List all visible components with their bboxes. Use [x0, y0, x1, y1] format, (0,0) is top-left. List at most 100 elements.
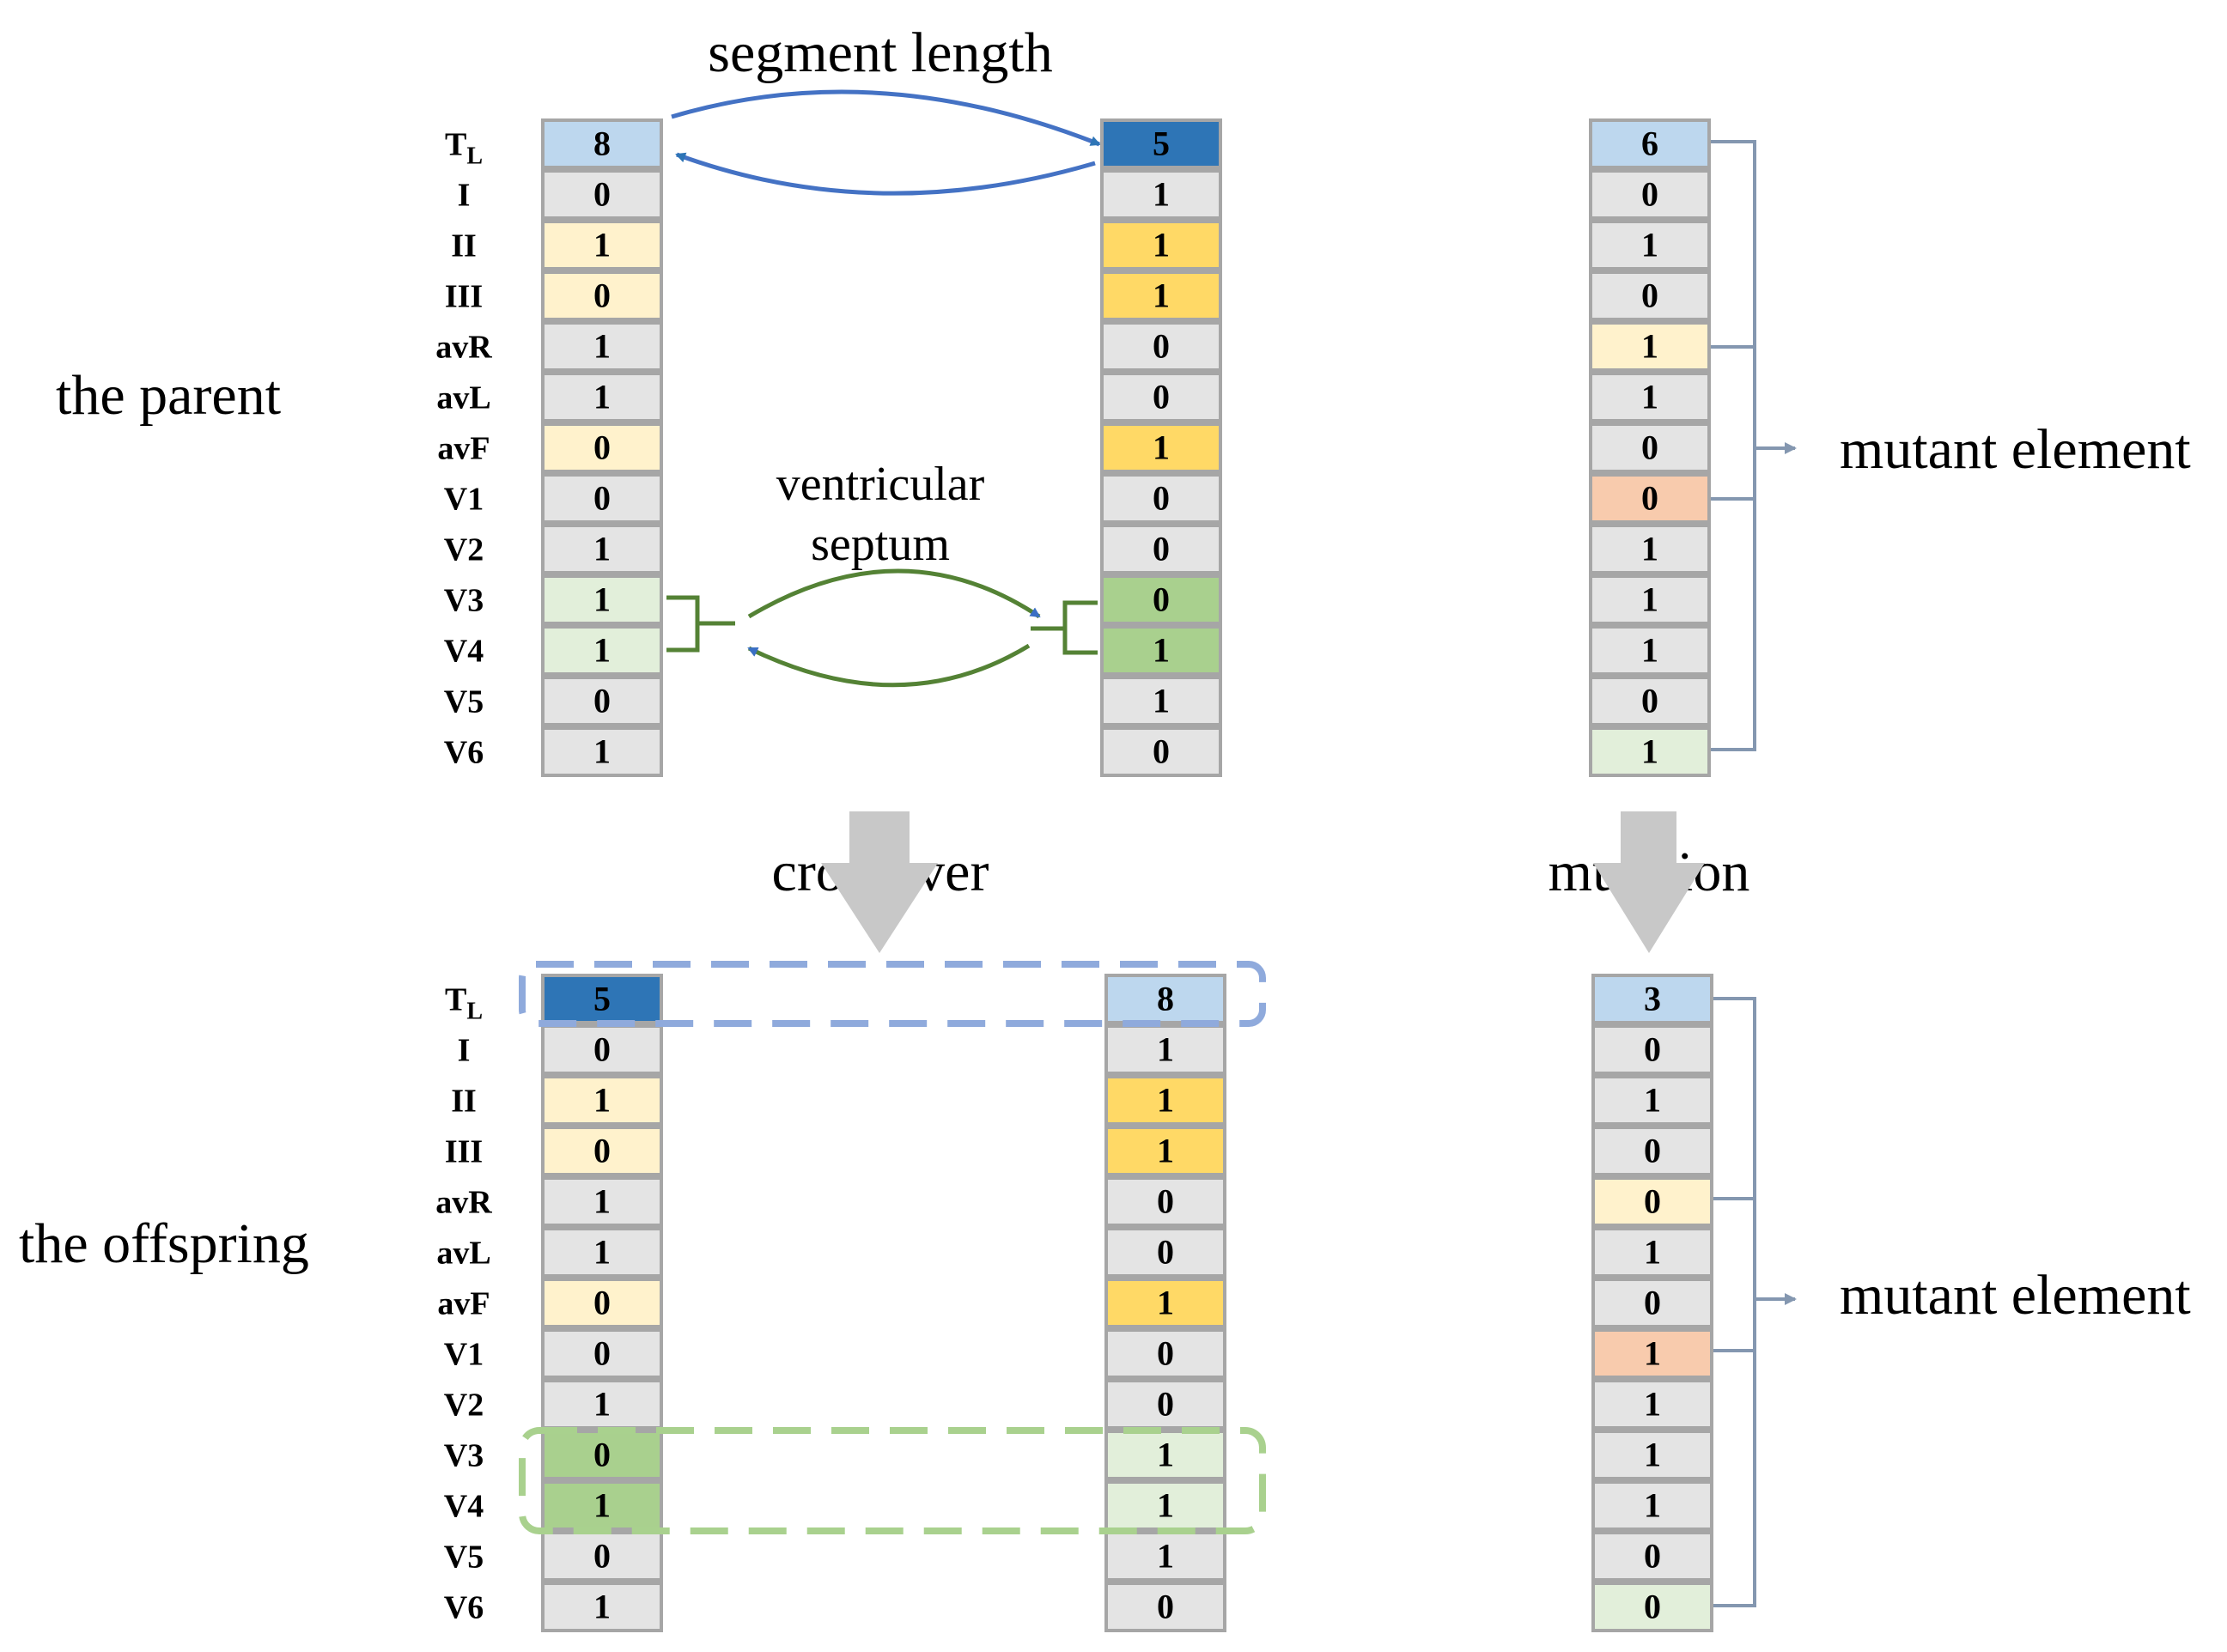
- row-label: V2: [444, 1388, 484, 1424]
- mutation-after-cell: 1: [1591, 1075, 1713, 1126]
- cell-value: 1: [1157, 1030, 1174, 1069]
- septum-arrow-left: [747, 643, 1031, 688]
- offspring-2-cell: 8: [1104, 974, 1226, 1024]
- parent-1-cell: 8: [541, 118, 663, 169]
- mutation-after-cell: 3: [1591, 974, 1713, 1024]
- cell-value: 0: [593, 1284, 611, 1322]
- ventricular-septum-swap-arrows: [666, 568, 1098, 688]
- crossover-down-arrow-icon: [821, 811, 938, 953]
- cell-value: 0: [1153, 378, 1170, 416]
- row-label: V2: [444, 532, 484, 568]
- row-label: I: [458, 1033, 471, 1069]
- row-label: V5: [444, 1540, 484, 1576]
- cell-value: 0: [1641, 276, 1658, 315]
- cell-value: 1: [1644, 1233, 1661, 1272]
- parent-2-cell: 1: [1100, 169, 1222, 220]
- cell-value: 0: [1157, 1588, 1174, 1626]
- cell-value: 8: [1157, 980, 1174, 1018]
- parent-1-cell: 1: [541, 372, 663, 422]
- offspring-2-cell: 1: [1104, 1278, 1226, 1328]
- cell-value: 1: [1641, 378, 1658, 416]
- cell-value: 1: [1153, 682, 1170, 720]
- mutation-after-cell: 1: [1591, 1227, 1713, 1278]
- cell-value: 1: [1157, 1436, 1174, 1474]
- parent-1-cell: 1: [541, 726, 663, 777]
- cell-value: 0: [593, 428, 611, 467]
- cell-value: 1: [593, 1182, 611, 1221]
- mutation-before-cell: 1: [1589, 574, 1711, 625]
- mutation-after-cell: 1: [1591, 1328, 1713, 1379]
- mutation-before-cell: 1: [1589, 372, 1711, 422]
- mutation-before-cell: 0: [1589, 270, 1711, 321]
- segment-length-arrow-left: [675, 152, 1096, 196]
- row-label: avL: [436, 1236, 490, 1272]
- cell-value: 1: [1644, 1436, 1661, 1474]
- offspring-1-cell: 1: [541, 1227, 663, 1278]
- row-label: V4: [444, 634, 484, 670]
- cell-value: 0: [593, 1436, 611, 1474]
- mutation-after-cell: 0: [1591, 1176, 1713, 1227]
- cell-value: 1: [593, 1385, 611, 1424]
- cell-value: 0: [593, 1132, 611, 1170]
- cell-value: 1: [1644, 1385, 1661, 1424]
- cell-value: 1: [1157, 1284, 1174, 1322]
- parent-2-cell: 1: [1100, 625, 1222, 676]
- cell-value: 1: [593, 580, 611, 619]
- cell-value: 0: [1157, 1385, 1174, 1424]
- mutation-before-cell: 1: [1589, 321, 1711, 372]
- parent-2-cell: 1: [1100, 422, 1222, 473]
- parent-2-cell: 1: [1100, 220, 1222, 270]
- septum-arrow-right: [747, 568, 1041, 619]
- row-label: III: [445, 1134, 483, 1170]
- cell-value: 0: [1153, 530, 1170, 568]
- row-label: avF: [437, 1286, 490, 1322]
- mutant-bracket-bottom: [1709, 997, 1797, 1607]
- row-label: II: [451, 1084, 477, 1120]
- parent-1-cell: 0: [541, 422, 663, 473]
- mutation-after-cell: 0: [1591, 1024, 1713, 1075]
- mutation-after-cell: 0: [1591, 1126, 1713, 1176]
- row-label: V4: [444, 1489, 484, 1525]
- row-label: V6: [444, 735, 484, 771]
- parent-label: the parent: [56, 364, 281, 427]
- offspring-2-cell: 0: [1104, 1328, 1226, 1379]
- mutation-before-cell: 6: [1589, 118, 1711, 169]
- offspring-1-cell: 0: [541, 1531, 663, 1582]
- parent-2-cell: 1: [1100, 270, 1222, 321]
- mutation-after-cell: 1: [1591, 1480, 1713, 1531]
- offspring-1-cell: 1: [541, 1176, 663, 1227]
- row-label: V5: [444, 684, 484, 720]
- cell-value: 1: [1641, 530, 1658, 568]
- cell-value: 8: [593, 125, 611, 163]
- offspring-1-cell: 5: [541, 974, 663, 1024]
- offspring-2-cell: 0: [1104, 1176, 1226, 1227]
- segment-length-label: segment length: [708, 21, 1052, 84]
- mutation-before-cell: 1: [1589, 726, 1711, 777]
- parent-1-cell: 1: [541, 524, 663, 574]
- cell-value: 1: [593, 327, 611, 366]
- mutant-element-label-top: mutant element: [1840, 418, 2191, 481]
- cell-value: 0: [1641, 682, 1658, 720]
- cell-value: 0: [1644, 1182, 1661, 1221]
- cell-value: 0: [1641, 175, 1658, 214]
- parent-2-cell: 1: [1100, 676, 1222, 726]
- mutation-before-cell: 0: [1589, 169, 1711, 220]
- septum-bracket-right: [1031, 600, 1098, 655]
- cell-value: 0: [1644, 1030, 1661, 1069]
- cell-value: 1: [1157, 1132, 1174, 1170]
- cell-value: 1: [1641, 226, 1658, 264]
- cell-value: 1: [1153, 631, 1170, 670]
- row-label: V3: [444, 583, 484, 619]
- mutation-before-cell: 0: [1589, 473, 1711, 524]
- offspring-2-cell: 0: [1104, 1379, 1226, 1430]
- row-label: V1: [444, 1337, 484, 1373]
- mutation-down-arrow-icon: [1593, 811, 1705, 953]
- mutant-bracket-top: [1709, 140, 1797, 751]
- mutation-after-cell: 0: [1591, 1531, 1713, 1582]
- cell-value: 1: [1157, 1537, 1174, 1576]
- row-label: II: [451, 228, 477, 264]
- mutation-before-cell: 0: [1589, 676, 1711, 726]
- parent-2-cell: 0: [1100, 524, 1222, 574]
- mutation-after-cell: 1: [1591, 1379, 1713, 1430]
